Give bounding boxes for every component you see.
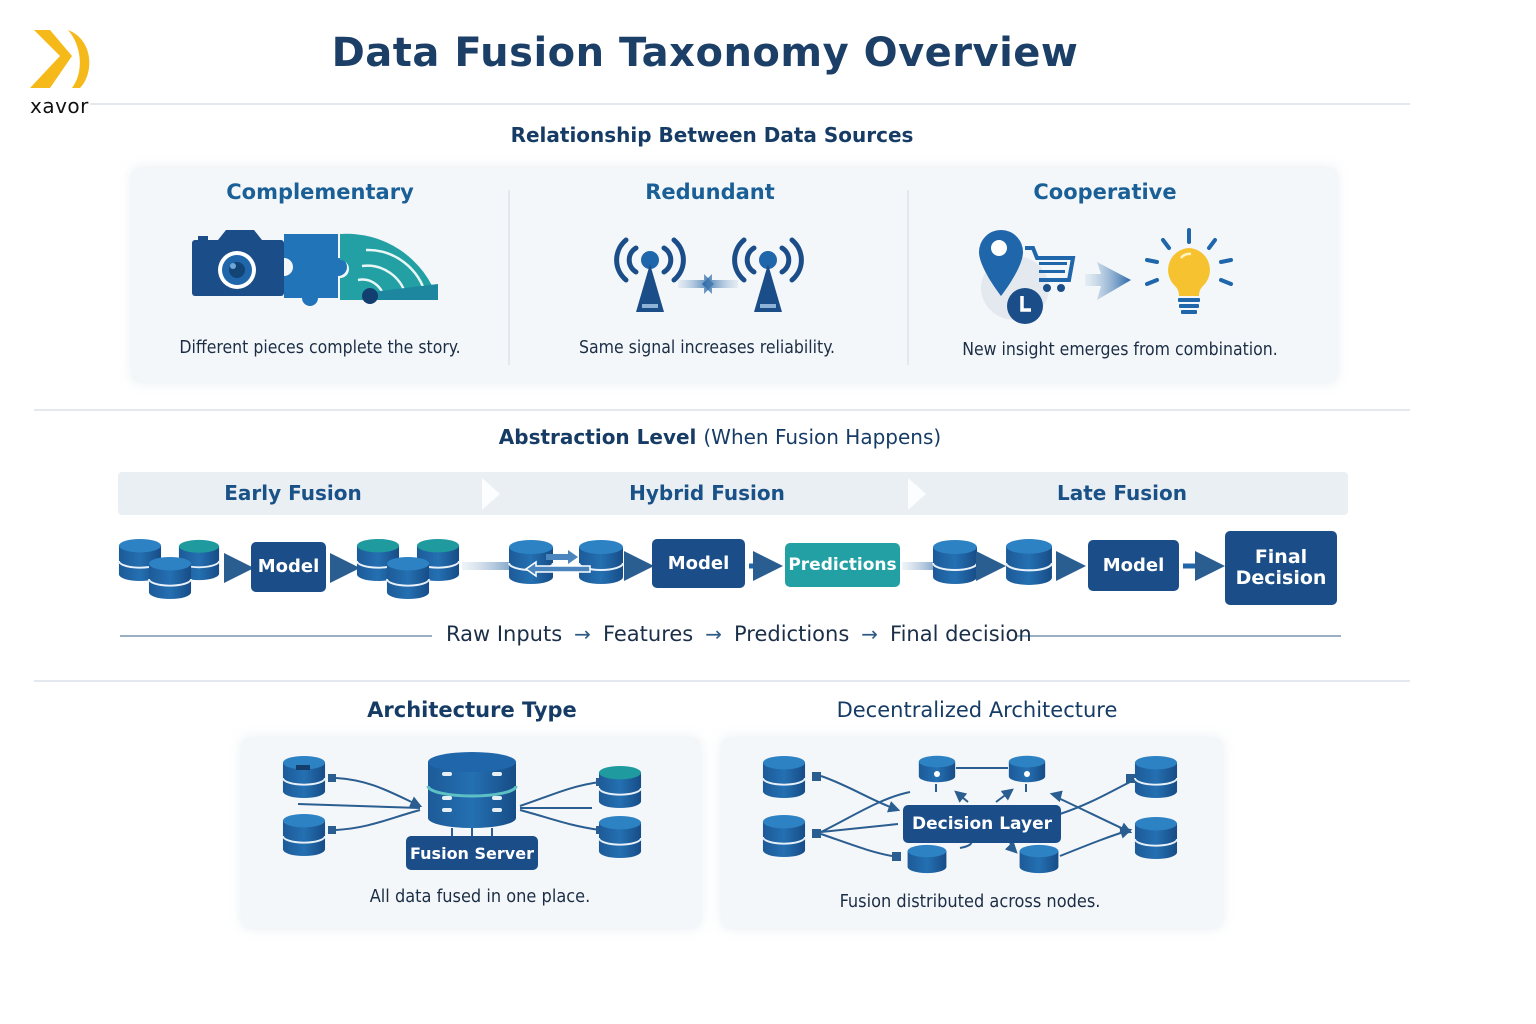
- decision-layer-label: Decision Layer: [903, 805, 1061, 843]
- arrow-right-icon: [224, 553, 254, 583]
- arrow-right-icon: [976, 551, 1006, 581]
- flow-line-right: [1015, 635, 1341, 637]
- decentralized-caption: Fusion distributed across nodes.: [839, 891, 1101, 912]
- antenna-pair-icon: [614, 237, 804, 312]
- fade-connector: [902, 562, 936, 570]
- decentralized-diagram: [762, 754, 1178, 874]
- arrow-right-icon: [330, 553, 360, 583]
- card-caption: New insight emerges from combination.: [962, 340, 1278, 360]
- database-exchange-icon: [508, 538, 624, 586]
- predictions-box: Predictions: [785, 543, 900, 587]
- card-title: Complementary: [226, 180, 414, 204]
- database-cluster-icon: [118, 538, 220, 600]
- stage-band: [118, 472, 1348, 515]
- arrow-right-icon: [1085, 262, 1131, 300]
- arrow-right-icon: →: [705, 622, 722, 646]
- page-title: Data Fusion Taxonomy Overview: [331, 30, 1079, 76]
- model-box: Model: [251, 542, 326, 592]
- location-pin-icon: [979, 230, 1023, 296]
- chevron-right-icon: [482, 478, 500, 510]
- database-cluster-icon: [356, 538, 460, 600]
- arrow-right-icon: →: [861, 622, 879, 646]
- abstraction-heading-light: (When Fusion Happens): [703, 425, 942, 449]
- database-icon: [762, 813, 806, 859]
- node-icon: [1008, 755, 1046, 783]
- database-icon: [1134, 754, 1178, 800]
- abstraction-flow: Raw Inputs → Features → Predictions → Fi…: [446, 622, 1032, 646]
- card-caption: Different pieces complete the story.: [179, 338, 461, 358]
- centralized-diagram: [282, 752, 642, 860]
- final-decision-line1: Final: [1254, 546, 1308, 569]
- centralized-caption: All data fused in one place.: [369, 886, 591, 907]
- database-icon: [1134, 815, 1178, 861]
- card-separator: [508, 190, 510, 365]
- database-icon: [598, 814, 642, 860]
- arrow-right-icon: [624, 551, 654, 581]
- card-redundant: Redundant: [540, 180, 880, 204]
- card-complementary: Complementary: [150, 180, 490, 204]
- clock-icon: [1007, 288, 1043, 324]
- header-divider: [90, 103, 1410, 105]
- card-title: Cooperative: [1033, 180, 1177, 204]
- node-icon: [907, 844, 947, 874]
- decentralized-heading: Decentralized Architecture: [836, 698, 1118, 722]
- arrow-right-icon: [1056, 551, 1086, 581]
- flow-line-left: [120, 635, 432, 637]
- xavor-logo-icon: [30, 30, 90, 88]
- section-divider: [34, 680, 1410, 682]
- arrow-right-icon: →: [574, 622, 591, 646]
- database-icon: [598, 764, 642, 810]
- fusion-server-label: Fusion Server: [406, 836, 538, 870]
- database-icon: [1004, 538, 1054, 586]
- node-icon: [1019, 844, 1059, 874]
- fade-connector: [462, 562, 512, 570]
- relationship-heading: Relationship Between Data Sources: [510, 123, 914, 147]
- section-divider: [34, 409, 1410, 411]
- card-cooperative: Cooperative: [935, 180, 1275, 204]
- shopping-cart-icon: [1025, 246, 1076, 292]
- database-icon: [932, 538, 978, 586]
- location-cart-clock-to-lightbulb-icon: [979, 228, 1233, 324]
- fusion-server-icon: [426, 752, 518, 836]
- card-separator: [907, 190, 909, 365]
- database-icon: [282, 812, 326, 858]
- architecture-type-heading: Architecture Type: [367, 698, 577, 722]
- stage-early-fusion: Early Fusion: [224, 481, 362, 505]
- chevron-right-icon: [908, 478, 926, 510]
- antenna-icon: [614, 237, 686, 312]
- database-icon: [282, 754, 326, 800]
- abstraction-heading-bold: Abstraction Level: [498, 425, 697, 449]
- abstraction-heading: Abstraction Level (When Fusion Happens): [420, 425, 1020, 449]
- final-decision-line2: Decision: [1235, 567, 1327, 589]
- card-caption: Same signal increases reliability.: [578, 338, 836, 358]
- brand-name: xavor: [30, 94, 89, 118]
- flow-step: Final decision: [890, 622, 1032, 646]
- database-icon: [762, 754, 806, 800]
- flow-step: Predictions: [734, 622, 850, 646]
- card-title: Redundant: [645, 180, 775, 204]
- camera-puzzle-radar-icon: [192, 230, 438, 306]
- final-decision-box: Final Decision: [1225, 531, 1337, 605]
- model-box: Model: [1088, 540, 1179, 591]
- stage-hybrid-fusion: Hybrid Fusion: [629, 481, 785, 505]
- flow-step: Raw Inputs: [446, 622, 563, 646]
- lightbulb-icon: [1145, 228, 1233, 314]
- xavor-logo: [28, 26, 98, 116]
- stage-late-fusion: Late Fusion: [1057, 481, 1187, 505]
- arrow-right-icon: [1183, 551, 1225, 581]
- arrow-right-icon: [749, 551, 783, 581]
- antenna-icon: [732, 237, 804, 312]
- node-icon: [918, 755, 956, 783]
- model-box: Model: [652, 539, 745, 588]
- flow-step: Features: [602, 622, 694, 646]
